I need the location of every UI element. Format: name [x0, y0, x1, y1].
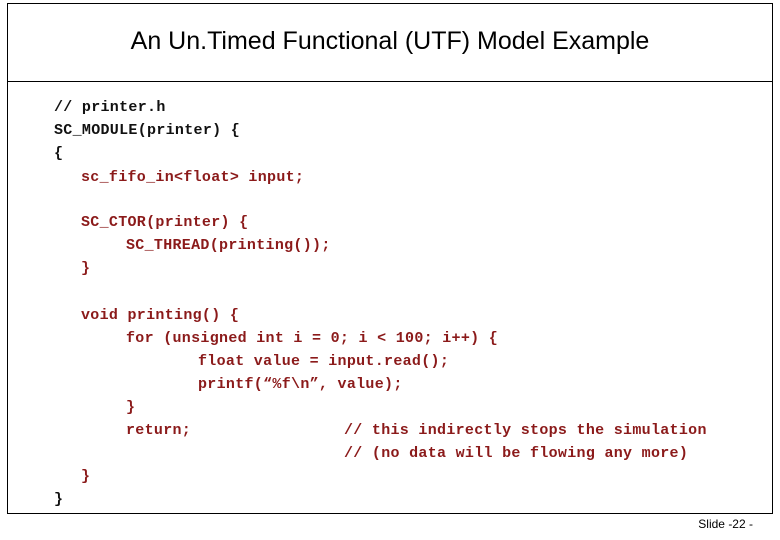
slide-number: Slide -22 - — [698, 517, 753, 531]
code-line-printf: printf(“%f\n”, value); — [198, 376, 403, 393]
code-comment-stops-simulation: // this indirectly stops the simulation — [344, 422, 707, 439]
code-line-thread: SC_THREAD(printing()); — [126, 237, 331, 254]
code-line-ctor: SC_CTOR(printer) { — [81, 214, 249, 231]
code-line-module-close: } — [54, 491, 64, 508]
code-line-comment: // printer.h — [54, 99, 166, 116]
slide-title: An Un.Timed Functional (UTF) Model Examp… — [130, 27, 650, 55]
code-line-return: return; — [126, 422, 192, 439]
code-line-printing-decl: void printing() { — [81, 307, 240, 324]
code-line-printing-close: } — [81, 468, 91, 485]
code-line-fifo-input: sc_fifo_in<float> input; — [81, 169, 305, 186]
slide-frame — [7, 3, 773, 514]
code-line-for-loop: for (unsigned int i = 0; i < 100; i++) { — [126, 330, 499, 347]
title-divider — [7, 81, 773, 82]
code-line-ctor-close: } — [81, 260, 91, 277]
code-line-for-close: } — [126, 399, 136, 416]
code-line-module: SC_MODULE(printer) { — [54, 122, 241, 139]
code-line-open-brace: { — [54, 145, 64, 162]
code-comment-no-data: // (no data will be flowing any more) — [344, 445, 689, 462]
code-line-read-value: float value = input.read(); — [198, 353, 450, 370]
